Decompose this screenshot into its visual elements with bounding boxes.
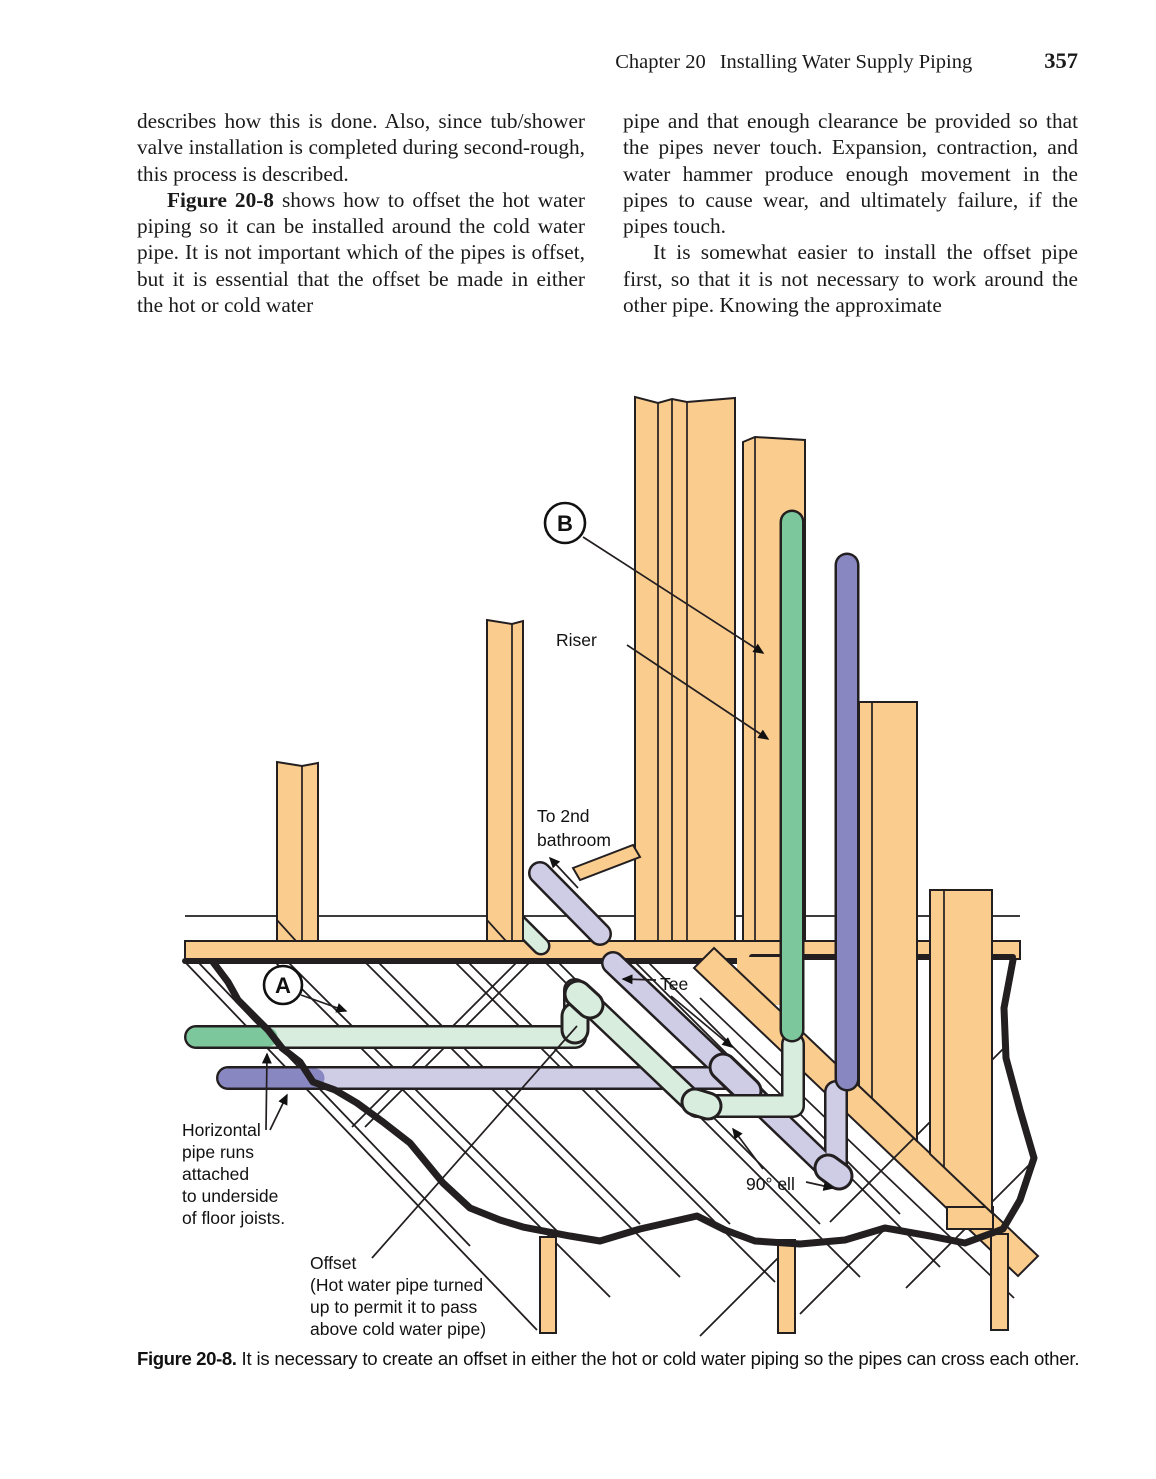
- figure-labels: B Riser A To 2nd bathroom Tee 90° ell Ho…: [182, 501, 835, 1339]
- to-2nd-bathroom-label: To 2nd: [537, 806, 590, 826]
- stud: [276, 760, 319, 942]
- figure-caption-lead: Figure 20-8.: [137, 1348, 237, 1369]
- riser-label: Riser: [556, 630, 597, 650]
- stud: [929, 889, 993, 1216]
- callout-b-circle: [543, 501, 587, 545]
- figure-20-8-illustration: B Riser A To 2nd bathroom Tee 90° ell Ho…: [182, 395, 1040, 1339]
- stud: [858, 701, 918, 1144]
- side-wall-studs: [858, 701, 994, 1230]
- offset-note: (Hot water pipe turned: [310, 1275, 483, 1295]
- risers: [779, 509, 860, 1092]
- stud: [486, 618, 524, 942]
- offset-note: above cold water pipe): [310, 1319, 486, 1339]
- paragraph: It is somewhat easier to install the off…: [623, 240, 1078, 318]
- angled-brace: [571, 843, 642, 882]
- offset-note: up to permit it to pass: [310, 1297, 478, 1317]
- ell-label: 90° ell: [746, 1174, 795, 1194]
- figure-caption-text: It is necessary to create an offset in e…: [236, 1348, 1080, 1369]
- page-number: 357: [1044, 48, 1078, 73]
- left-column: describes how this is done. Also, since …: [137, 108, 585, 318]
- horizontal-runs-note: pipe runs: [182, 1142, 254, 1162]
- tee-fitting: [711, 1055, 760, 1103]
- horizontal-runs-note: of floor joists.: [182, 1208, 285, 1228]
- post: [990, 1233, 1009, 1331]
- chapter-label: Chapter 20: [615, 51, 706, 73]
- running-head: Chapter 20 Installing Water Supply Pipin…: [137, 48, 1078, 74]
- lower-posts: [539, 1233, 1009, 1334]
- paragraph: pipe and that enough clearance be provid…: [623, 109, 1078, 239]
- callout-a-label: A: [275, 973, 291, 998]
- paragraph: Figure 20-8 shows how to offset the hot …: [137, 187, 585, 318]
- hot-water-run: [184, 978, 805, 1121]
- callout-b-label: B: [557, 511, 573, 536]
- post: [777, 1239, 796, 1334]
- chapter-title: Installing Water Supply Piping: [719, 51, 973, 73]
- tee-label: Tee: [660, 974, 688, 994]
- stud-cluster: [634, 395, 736, 942]
- paragraph-text: shows how to offset the hot water piping…: [137, 187, 585, 318]
- horizontal-runs-note: Horizontal: [182, 1120, 261, 1140]
- cold-90-ell-fitting: [816, 1156, 851, 1188]
- figure-reference: Figure 20-8: [167, 187, 274, 212]
- offset-elbow-fitting: [566, 982, 602, 1017]
- hot-90-ell-fitting: [683, 1090, 720, 1118]
- figure-caption: Figure 20-8. It is necessary to create a…: [137, 1346, 1081, 1371]
- break-outline: [209, 956, 1038, 1248]
- paragraph: describes how this is done. Also, since …: [137, 109, 585, 186]
- post: [539, 1236, 557, 1334]
- wall-studs: [276, 395, 806, 942]
- offset-note: Offset: [310, 1253, 357, 1273]
- horizontal-runs-note: to underside: [182, 1186, 278, 1206]
- horizontal-runs-note: attached: [182, 1164, 249, 1184]
- plate-block: [946, 1206, 994, 1230]
- callout-a-circle: [262, 964, 304, 1006]
- right-column: pipe and that enough clearance be provid…: [623, 108, 1078, 318]
- to-2nd-bathroom-label: bathroom: [537, 830, 611, 850]
